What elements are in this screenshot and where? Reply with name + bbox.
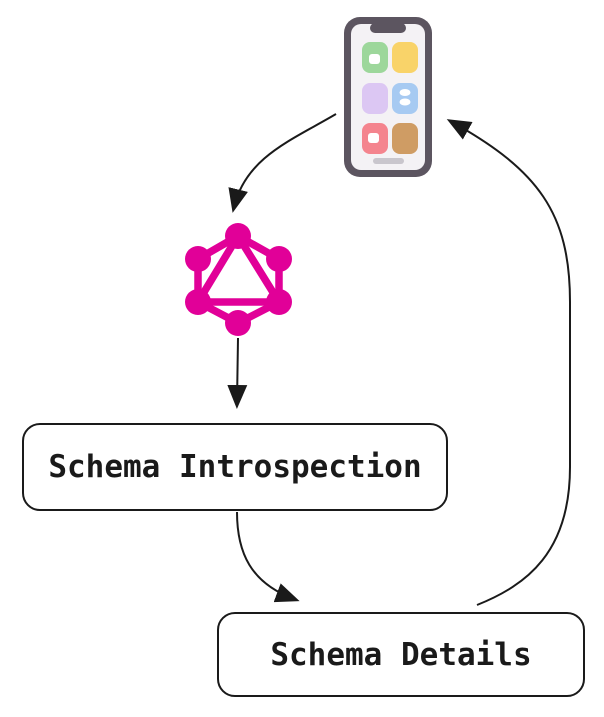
app-icon-green bbox=[362, 42, 388, 73]
smartphone-apps-icon bbox=[344, 17, 432, 177]
app-icon-yellow bbox=[392, 42, 418, 73]
app-icon-brown bbox=[392, 123, 418, 154]
edge-details-to-phone bbox=[446, 119, 571, 606]
app-icon-blue bbox=[392, 83, 418, 114]
graphql-logo-icon bbox=[185, 223, 292, 336]
node-schema-introspection: Schema Introspection bbox=[22, 423, 448, 511]
app-icon-purple bbox=[362, 83, 388, 114]
node-schema-details-label: Schema Details bbox=[270, 636, 532, 673]
app-icon-red bbox=[362, 123, 388, 154]
edge-graphql-to-introspection bbox=[227, 337, 248, 409]
node-schema-introspection-label: Schema Introspection bbox=[48, 449, 422, 485]
edge-introspection-to-details bbox=[236, 511, 300, 603]
phone-notch bbox=[370, 23, 406, 33]
phone-home-indicator bbox=[373, 158, 404, 164]
edges bbox=[227, 113, 571, 606]
node-schema-details: Schema Details bbox=[217, 612, 585, 697]
edge-phone-to-graphql bbox=[228, 113, 337, 213]
